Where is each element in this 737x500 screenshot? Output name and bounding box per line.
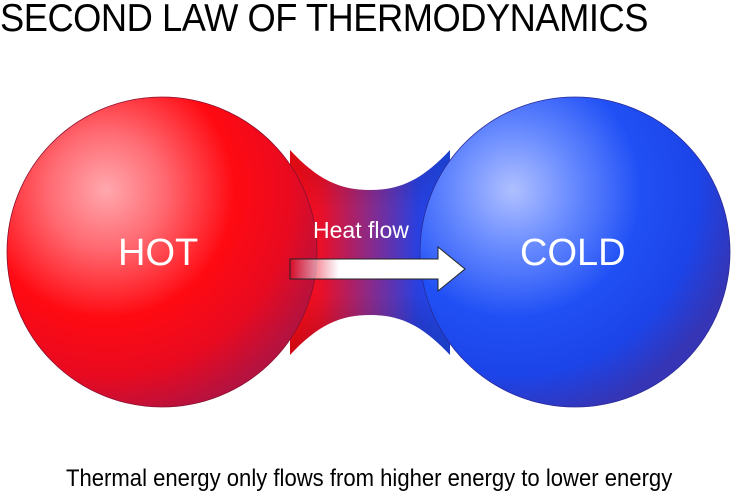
- caption: Thermal energy only flows from higher en…: [66, 465, 673, 492]
- page-title: SECOND LAW OF THERMODYNAMICS: [0, 0, 648, 40]
- hot-label: HOT: [118, 232, 199, 274]
- cold-label: COLD: [520, 232, 626, 274]
- arrow-icon: [289, 245, 466, 293]
- hot-sphere: [6, 96, 318, 408]
- cold-sphere: [419, 96, 731, 408]
- heat-flow-label: Heat flow: [313, 217, 409, 243]
